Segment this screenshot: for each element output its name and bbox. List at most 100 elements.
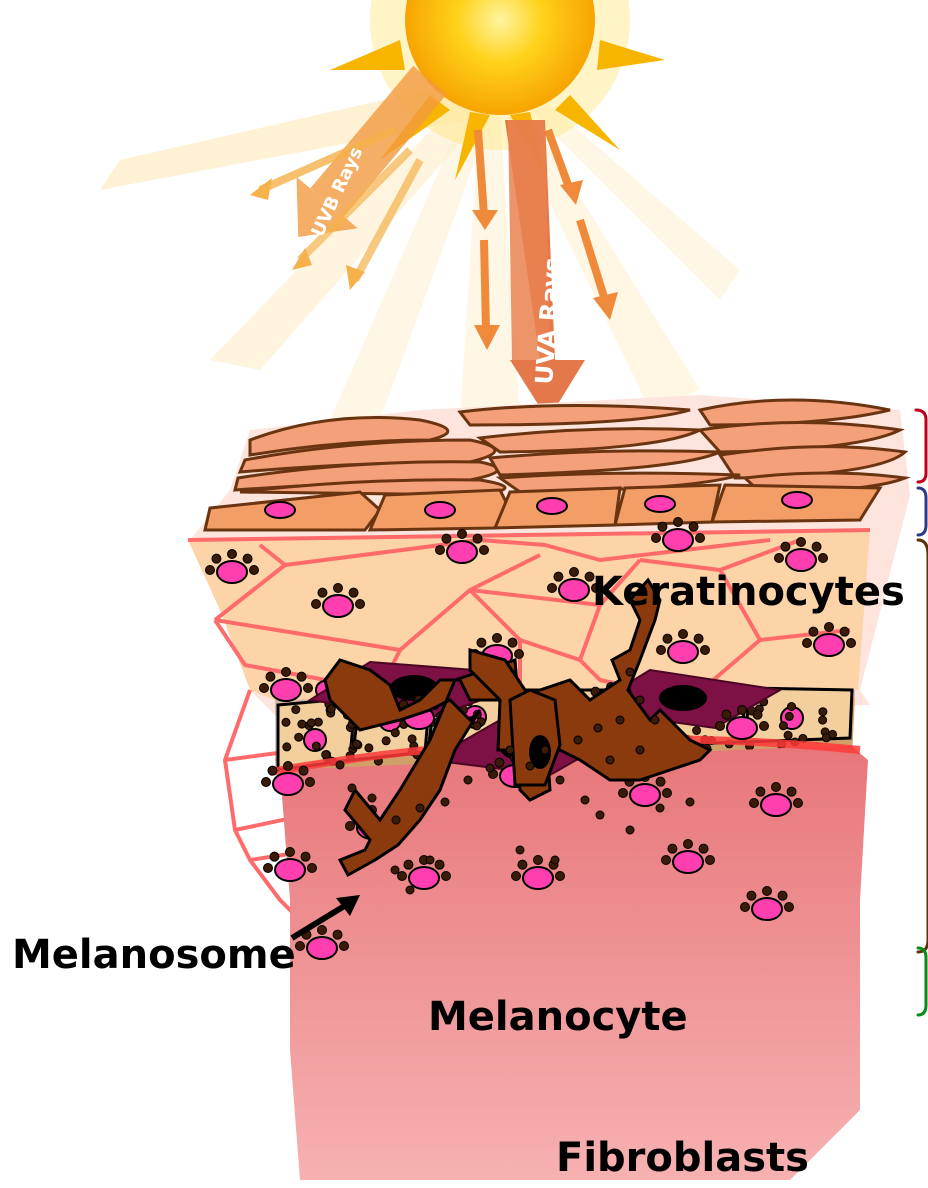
melanosome [626, 826, 634, 834]
melanin-granule [292, 706, 300, 714]
melanin-granule [693, 727, 701, 735]
melanosome [636, 696, 644, 704]
melanin-granule [657, 646, 666, 655]
melanin-granule [477, 638, 486, 647]
melanin-granule [619, 789, 628, 798]
melanin-granule [306, 778, 315, 787]
melanin-granule [206, 566, 215, 575]
melanin-granule [663, 789, 672, 798]
melanin-granule [756, 787, 765, 796]
melanin-granule [701, 646, 710, 655]
stratum-granulosum-bracket [918, 488, 926, 535]
keratinocyte-nucleus [307, 937, 337, 959]
keratinocyte-nucleus [752, 898, 782, 920]
melanosome [636, 746, 644, 754]
melanin-granule [308, 864, 317, 873]
fibroblasts-label: Fibroblasts [556, 1138, 809, 1178]
keratinocyte-nucleus [663, 529, 693, 551]
melanosome [348, 784, 356, 792]
melanosome [392, 816, 400, 824]
melanin-granule [349, 588, 358, 597]
melanin-granule [322, 751, 330, 759]
melanin-granule [458, 530, 467, 539]
melanosome [516, 846, 524, 854]
melanosome [541, 746, 549, 754]
melanin-granule [674, 518, 683, 527]
melanin-granule [286, 848, 295, 857]
melanin-granule [738, 706, 747, 715]
melanin-granule [825, 623, 834, 632]
melanin-granule [753, 710, 762, 719]
melanosome [391, 866, 399, 874]
melanosome [616, 716, 624, 724]
melanin-granule [262, 778, 271, 787]
melanin-granule [548, 584, 557, 593]
melanin-granule [301, 852, 310, 861]
melanin-granule [284, 762, 293, 771]
melanin-granule [436, 546, 445, 555]
melanosome [551, 856, 559, 864]
stratum-spinosum-bracket [918, 540, 928, 952]
melanin-granule [353, 740, 361, 748]
melanin-granule [663, 634, 672, 643]
melanin-granule [268, 766, 277, 775]
melanin-granule [260, 684, 269, 693]
melanin-granule [784, 731, 792, 739]
keratinocyte-nucleus [786, 549, 816, 571]
melanin-granule [340, 942, 349, 951]
melanosome [626, 668, 634, 676]
melanosome [686, 798, 694, 806]
melanin-granule [658, 522, 667, 531]
keratinocytes-label: Keratinocytes [592, 572, 905, 612]
melanin-granule [554, 572, 563, 581]
melanin-granule [772, 783, 781, 792]
melanin-granule [534, 856, 543, 865]
melanin-granule [812, 542, 821, 551]
keratinocyte-nucleus [447, 541, 477, 563]
melanin-granule [391, 729, 399, 737]
melanin-granule [243, 554, 252, 563]
melanin-granule [307, 719, 315, 727]
melanin-granule [515, 650, 524, 659]
melanin-granule [480, 546, 489, 555]
melanin-granule [365, 744, 373, 752]
keratinocyte-nucleus [409, 867, 439, 889]
melanin-granule [404, 860, 413, 869]
melanin-granule [282, 668, 291, 677]
melanosome [368, 794, 376, 802]
melanosome [416, 804, 424, 812]
melanin-granule [493, 634, 502, 643]
melanin-granule [775, 554, 784, 563]
melanin-granule [778, 891, 787, 900]
keratinocyte-nucleus [727, 717, 757, 739]
melanin-granule [312, 742, 320, 750]
keratinocyte-nucleus [814, 634, 844, 656]
melanin-granule [747, 891, 756, 900]
melanin-granule [694, 634, 703, 643]
melanin-granule [495, 758, 504, 767]
melanin-granule [785, 903, 794, 912]
melanin-granule [684, 840, 693, 849]
melanin-granule [787, 787, 796, 796]
melanin-granule [473, 534, 482, 543]
melanin-granule [318, 588, 327, 597]
melanin-granule [356, 600, 365, 609]
melanin-granule [696, 534, 705, 543]
keratinocyte-nucleus [323, 595, 353, 617]
melanin-granule [819, 554, 828, 563]
melanosome [486, 764, 494, 772]
melanin-granule [679, 630, 688, 639]
melanosome [464, 776, 472, 784]
melanin-granule [781, 542, 790, 551]
melanin-granule [283, 743, 291, 751]
melanocyte-label: Melanocyte [428, 997, 688, 1037]
keratinocyte-nucleus [273, 773, 303, 795]
melanin-granule [266, 672, 275, 681]
melanin-granule [296, 942, 305, 951]
melanin-granule [763, 887, 772, 896]
melanosome [606, 756, 614, 764]
melanin-granule [435, 860, 444, 869]
melanin-granule [333, 930, 342, 939]
melanin-granule [270, 852, 279, 861]
keratinocyte-nucleus [275, 859, 305, 881]
